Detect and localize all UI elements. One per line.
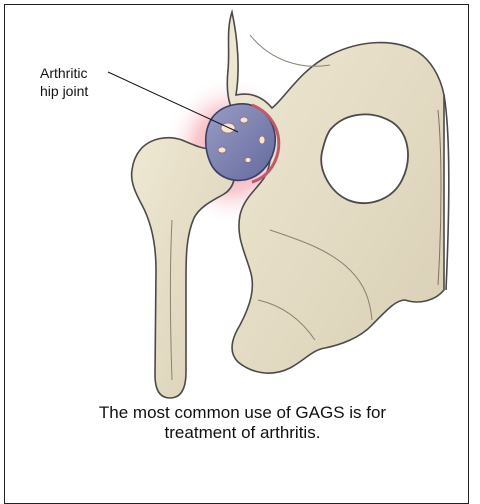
caption-line-2: treatment of arthritis.	[40, 423, 445, 443]
erosion-spot	[218, 147, 226, 153]
label-line-2: hip joint	[40, 82, 150, 100]
figure-caption: The most common use of GAGS is for treat…	[40, 403, 445, 443]
erosion-spot	[245, 158, 251, 163]
label-line-1: Arthritic	[40, 64, 150, 82]
erosion-spot	[240, 117, 248, 123]
caption-line-1: The most common use of GAGS is for	[40, 403, 445, 423]
erosion-spot	[259, 136, 265, 144]
femur-bone	[132, 138, 235, 398]
erosion-spot	[221, 123, 235, 133]
obturator-foramen	[321, 114, 408, 203]
arthritic-hip-joint-label: Arthritic hip joint	[40, 64, 150, 100]
